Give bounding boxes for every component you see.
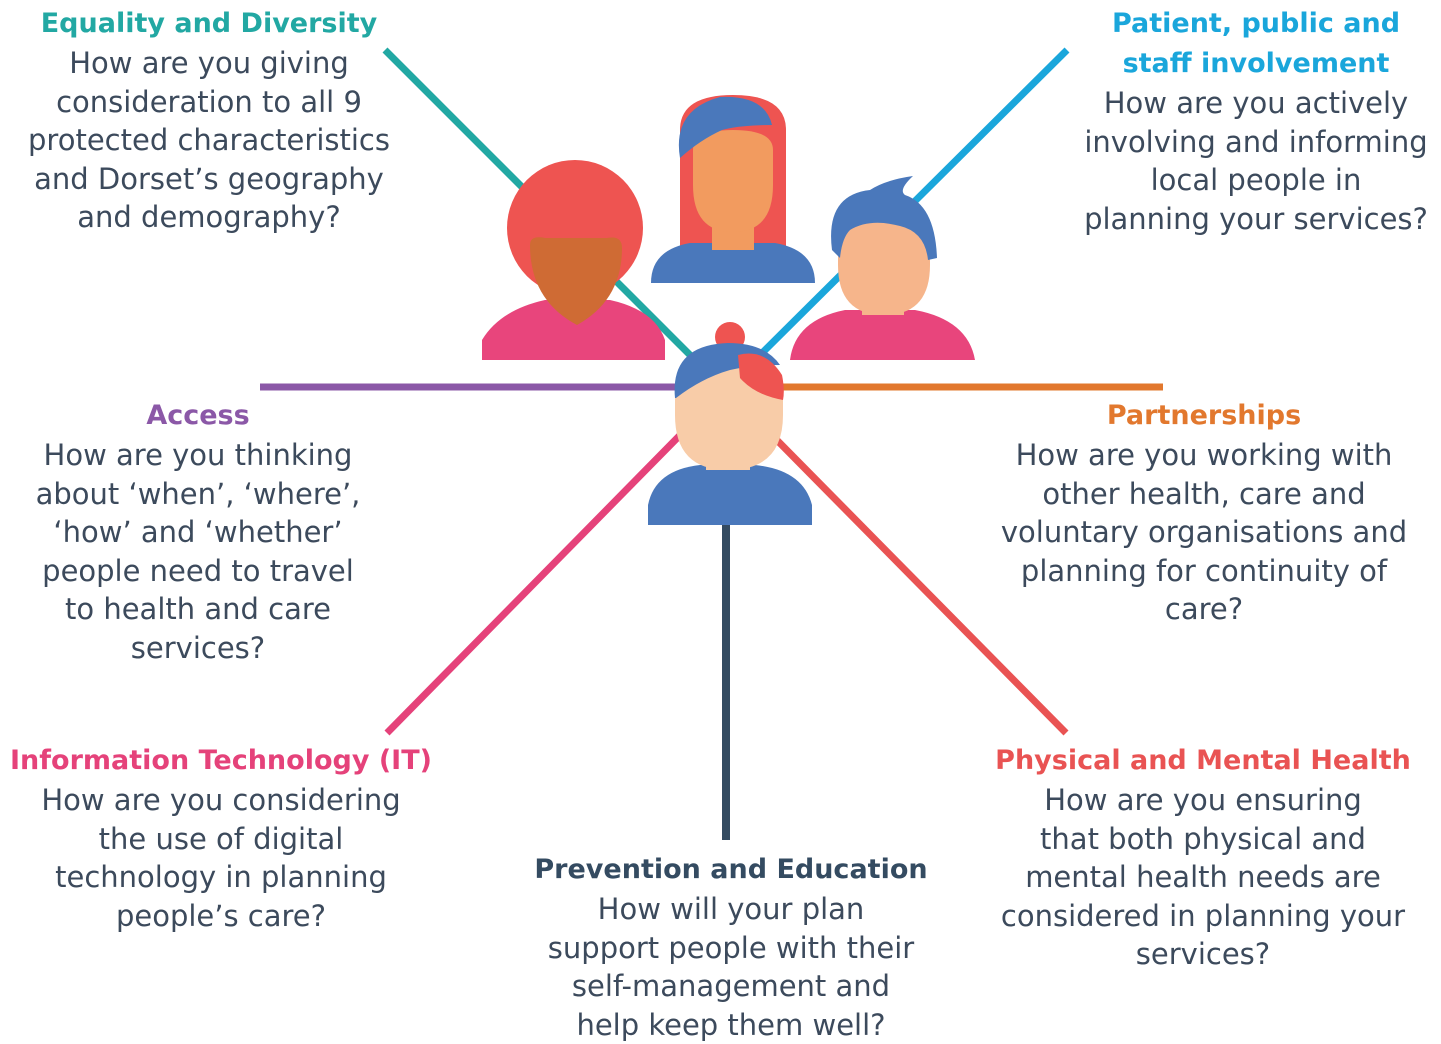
equality-title: Equality and Diversity (40, 8, 378, 39)
prevention-body: How will your plan support people with t… (547, 892, 915, 1042)
patient-block: Patient, public and staff involvement Ho… (1071, 4, 1441, 238)
physical-title: Physical and Mental Health (995, 745, 1411, 776)
patient-body: How are you actively involving and infor… (1084, 86, 1428, 236)
partnerships-title: Partnerships (1106, 400, 1302, 431)
person-right-icon (790, 176, 975, 360)
equality-body: How are you giving consideration to all … (28, 46, 390, 234)
person-left-icon (482, 160, 665, 360)
access-title: Access (146, 400, 250, 431)
equality-block: Equality and Diversity How are you givin… (0, 4, 418, 237)
physical-body: How are you ensuring that both physical … (1000, 783, 1406, 971)
partnerships-body: How are you working with other health, c… (1000, 438, 1408, 626)
physical-block: Physical and Mental Health How are you e… (975, 741, 1431, 974)
prevention-block: Prevention and Education How will your p… (516, 850, 946, 1044)
access-block: Access How are you thinking about ‘when’… (18, 396, 378, 667)
it-block: Information Technology (IT) How are you … (0, 741, 442, 935)
spoke-it (384, 422, 693, 736)
spoke-physical (759, 422, 1069, 736)
person-top-icon (651, 95, 815, 283)
patient-title: Patient, public and staff involvement (1111, 8, 1401, 79)
prevention-title: Prevention and Education (534, 854, 928, 885)
access-body: How are you thinking about ‘when’, ‘wher… (35, 438, 361, 665)
person-icon (648, 322, 812, 525)
partnerships-block: Partnerships How are you working with ot… (978, 396, 1430, 629)
it-body: How are you considering the use of digit… (41, 783, 401, 933)
it-title: Information Technology (IT) (10, 745, 432, 776)
